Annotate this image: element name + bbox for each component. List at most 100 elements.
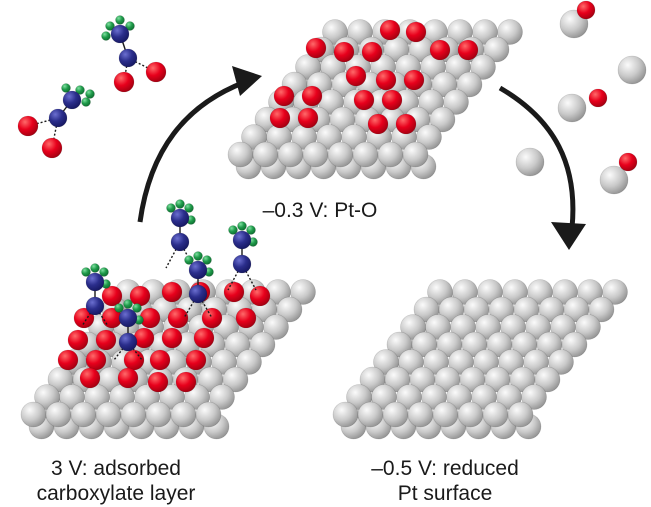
surface-oxygen-atom — [161, 327, 183, 349]
pt-atom — [402, 141, 429, 168]
adsorbed-label-line-1: 3 V: adsorbed — [51, 457, 181, 480]
hydrogen-atom — [81, 267, 91, 277]
pt-atom — [120, 401, 147, 428]
pt-atom — [521, 384, 547, 410]
surface-oxygen-atom — [457, 39, 479, 61]
hydrogen-atom — [237, 221, 247, 231]
carbon-atom — [85, 296, 105, 316]
surface-oxygen-atom — [429, 39, 451, 61]
carbon-atom — [118, 308, 138, 328]
surface-oxygen-atom — [297, 107, 319, 129]
adsorbed-label-line-2: carboxylate layer — [36, 482, 196, 505]
carbon-atom — [232, 254, 252, 274]
reduced-label-line-2: Pt surface — [397, 482, 493, 505]
pt-atom — [357, 401, 384, 428]
hydrogen-atom — [81, 97, 91, 107]
pt-atom — [432, 401, 459, 428]
pt-atom — [443, 89, 469, 115]
pt-atom — [263, 314, 289, 340]
pt-atom — [382, 401, 409, 428]
surface-oxygen-atom — [95, 329, 117, 351]
pt-atom — [276, 296, 303, 323]
hydrogen-atom — [228, 225, 238, 235]
surface-oxygen-atom — [167, 307, 189, 329]
pt-atom — [170, 401, 197, 428]
desorbed-carboxylate-molecules — [17, 15, 167, 159]
surface-oxygen-atom — [175, 371, 197, 393]
surface-oxygen-atom — [405, 21, 427, 43]
pt-atom — [227, 141, 254, 168]
pt-atom — [290, 279, 316, 305]
surface-oxygen-atom — [305, 37, 327, 59]
reduced-pt-slab — [332, 279, 628, 440]
pt-atom — [548, 349, 574, 375]
oxygen-atom — [618, 152, 638, 172]
oxygen-atom — [17, 115, 39, 137]
hydrogen-atom — [75, 85, 85, 95]
hydrogen-atom — [184, 203, 194, 213]
surface-oxygen-atom — [57, 349, 79, 371]
pt-atom — [482, 401, 509, 428]
surface-oxygen-atom — [353, 89, 375, 111]
surface-oxygen-atom — [395, 113, 417, 135]
pt-atom — [249, 331, 276, 358]
pt-atom — [70, 401, 97, 428]
carbon-atom — [118, 332, 138, 352]
surface-oxygen-atom — [379, 19, 401, 41]
surface-oxygen-atom — [361, 41, 383, 63]
carbon-atom — [85, 272, 105, 292]
hydrogen-atom — [61, 83, 71, 93]
oxygen-atom — [113, 71, 135, 93]
adsorbed-layer-label: 3 V: adsorbed carboxylate layer — [0, 456, 232, 506]
pt-atom — [252, 141, 279, 168]
pt-atom — [483, 36, 510, 63]
pt-atom — [407, 401, 434, 428]
carbon-atom — [62, 90, 82, 110]
carbon-atom — [232, 230, 252, 250]
surface-oxygen-atom — [301, 85, 323, 107]
surface-oxygen-atom — [117, 367, 139, 389]
arrow-pto-to-reduced — [498, 85, 576, 229]
hydrogen-atom — [85, 89, 95, 99]
pt-atom — [534, 366, 561, 393]
adsorbed-carboxylate-slab — [20, 199, 316, 440]
oxygen-atom — [576, 0, 596, 20]
surface-oxygen-atom — [133, 327, 155, 349]
hydrogen-atom — [202, 255, 212, 265]
hydrogen-atom — [175, 199, 185, 209]
pt-atom — [302, 141, 329, 168]
hydrogen-atom — [99, 267, 109, 277]
surface-oxygen-atom — [147, 371, 169, 393]
hydrogen-atom — [193, 251, 203, 261]
surface-oxygen-atom — [123, 349, 145, 371]
pt-atom — [561, 331, 588, 358]
pt-atom — [507, 401, 534, 428]
pt-atom — [429, 106, 456, 133]
carbon-atom — [170, 232, 190, 252]
hydrogen-atom — [123, 299, 133, 309]
pt-o-label: –0.3 V: Pt-O — [240, 198, 400, 223]
hydrogen-atom — [246, 225, 256, 235]
surface-oxygen-atom — [235, 307, 257, 329]
carbon-atom — [188, 284, 208, 304]
carbon-atom — [118, 48, 138, 68]
pt-atom — [617, 55, 647, 85]
carbon-atom — [110, 24, 130, 44]
carbon-atom — [48, 108, 68, 128]
oxygen-atom — [588, 88, 608, 108]
surface-oxygen-atom — [201, 307, 223, 329]
pt-atom — [377, 141, 404, 168]
pt-atom — [20, 401, 47, 428]
reduced-label-line-1: –0.5 V: reduced — [371, 457, 519, 480]
hydrogen-atom — [184, 255, 194, 265]
pt-atom — [470, 54, 496, 80]
hydrogen-atom — [115, 15, 125, 25]
pt-atom — [416, 124, 442, 150]
hydrogen-atom — [114, 303, 124, 313]
pt-atom — [45, 401, 72, 428]
pt-o-label-text: –0.3 V: Pt-O — [262, 199, 378, 222]
pt-atom — [602, 279, 628, 305]
oxygen-atom — [41, 137, 63, 159]
surface-oxygen-atom — [381, 89, 403, 111]
